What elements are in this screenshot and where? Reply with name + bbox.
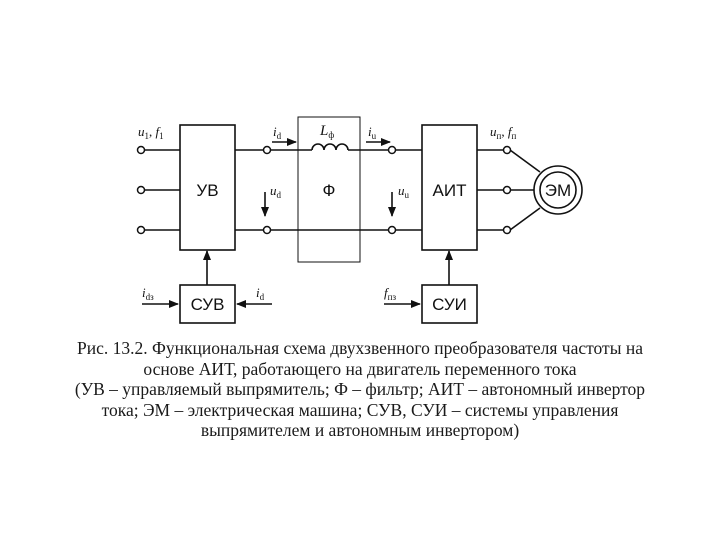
dc-terminal-top-left <box>262 145 272 155</box>
rectifier-control-label: СУВ <box>191 295 225 314</box>
fnz-label: fпз <box>384 285 396 302</box>
caption-line-5: выпрямителем и автономным инвертором) <box>200 420 520 440</box>
inverter-label: АИТ <box>433 181 467 200</box>
output-terminal-1 <box>502 145 512 155</box>
caption-line-3: (УВ – управляемый выпрямитель; Ф – фильт… <box>74 379 646 399</box>
input-terminal-1 <box>136 145 146 155</box>
iu-label: iu <box>368 124 377 141</box>
filter-label: Ф <box>323 181 336 200</box>
id-feedback-label: id <box>256 285 265 302</box>
caption-line-2: основе АИТ, работающего на двигатель пер… <box>143 358 577 379</box>
input-signal-label: u1, f1 <box>138 124 164 141</box>
dc-terminal-top-right <box>387 145 397 155</box>
dc-terminal-bottom-left <box>262 225 272 235</box>
id-label: id <box>273 124 282 141</box>
inductance-label: Lф <box>319 123 334 140</box>
machine-label: ЭМ <box>545 181 571 200</box>
inductor-coil <box>311 143 349 151</box>
caption-line-1: Рис. 13.2. Функциональная схема двухзвен… <box>77 338 643 358</box>
electric-machine-inner <box>539 171 577 209</box>
figure-caption: Рис. 13.2. Функциональная схема двухзвен… <box>40 338 680 441</box>
rectifier-label: УВ <box>196 181 218 200</box>
idz-label: idз <box>142 285 154 302</box>
output-terminal-2 <box>502 185 512 195</box>
uu-label: uu <box>398 183 410 200</box>
filter-block <box>297 116 361 263</box>
caption-line-4: тока; ЭМ – электрическая машина; СУВ, СУ… <box>101 399 619 420</box>
input-terminal-2 <box>136 185 146 195</box>
output-terminal-3 <box>502 225 512 235</box>
dc-terminal-bottom-right <box>387 225 397 235</box>
input-terminal-3 <box>136 225 146 235</box>
inverter-control-label: СУИ <box>432 295 467 314</box>
ud-label: ud <box>270 183 282 200</box>
output-signal-label: uп, fп <box>490 124 516 141</box>
